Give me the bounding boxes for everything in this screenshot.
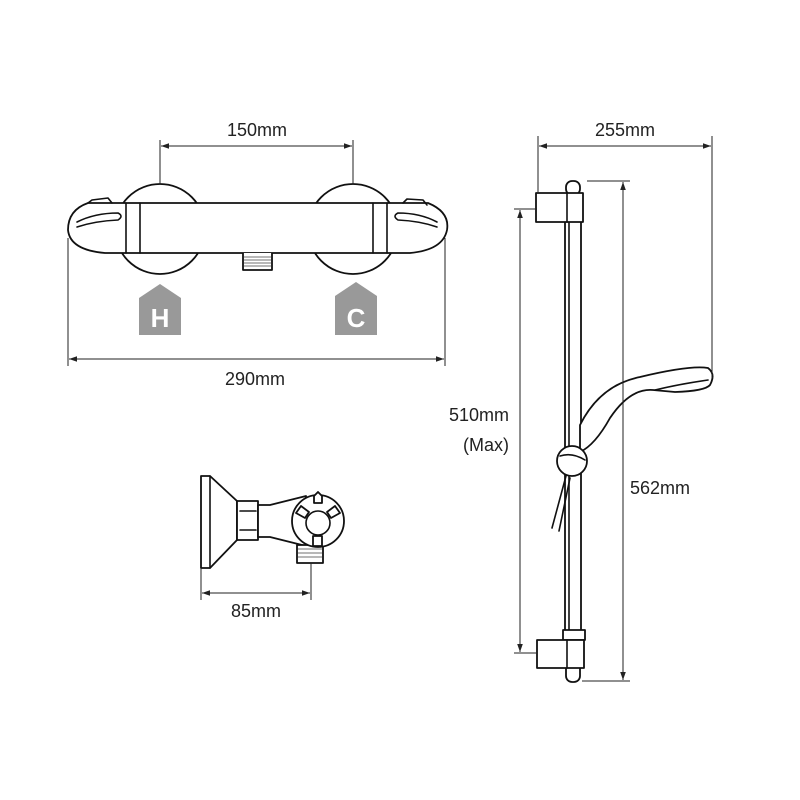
valve-body — [67, 202, 449, 254]
dimension-290: 290mm — [67, 238, 446, 389]
left-handle-slot — [76, 212, 122, 228]
cold-badge: C — [335, 282, 377, 335]
dimension-note: (Max) — [463, 435, 509, 455]
dimension-label: 510mm — [449, 405, 509, 425]
hot-badge: H — [139, 284, 181, 335]
slider-knob — [556, 445, 588, 477]
shower-handset — [579, 366, 714, 453]
dimension-510: 510mm (Max) — [449, 208, 537, 654]
right-cap-tab — [402, 198, 428, 206]
bottom-bracket — [536, 639, 585, 669]
dimension-label: 85mm — [231, 601, 281, 621]
valve-front-view — [67, 183, 449, 275]
valve-side-view — [200, 475, 345, 569]
bottom-collar — [562, 629, 586, 641]
cold-label: C — [347, 303, 366, 333]
left-cap-tab — [87, 197, 113, 204]
rail-tube — [564, 194, 582, 636]
shower-rail — [535, 180, 714, 683]
top-bracket — [535, 192, 584, 223]
dimension-255: 255mm — [537, 120, 713, 378]
dimension-label: 150mm — [227, 120, 287, 140]
dimension-150: 150mm — [159, 120, 354, 184]
dimension-562: 562mm — [582, 180, 690, 682]
backplate — [200, 475, 238, 569]
shower-hose — [551, 475, 571, 532]
hot-label: H — [151, 303, 170, 333]
dimension-85: 85mm — [200, 563, 312, 621]
dimension-label: 290mm — [225, 369, 285, 389]
outlet-thread — [242, 253, 273, 271]
connector-nut — [236, 500, 259, 541]
dimension-label: 255mm — [595, 120, 655, 140]
right-handle-slot — [394, 212, 438, 228]
dimension-label: 562mm — [630, 478, 690, 498]
